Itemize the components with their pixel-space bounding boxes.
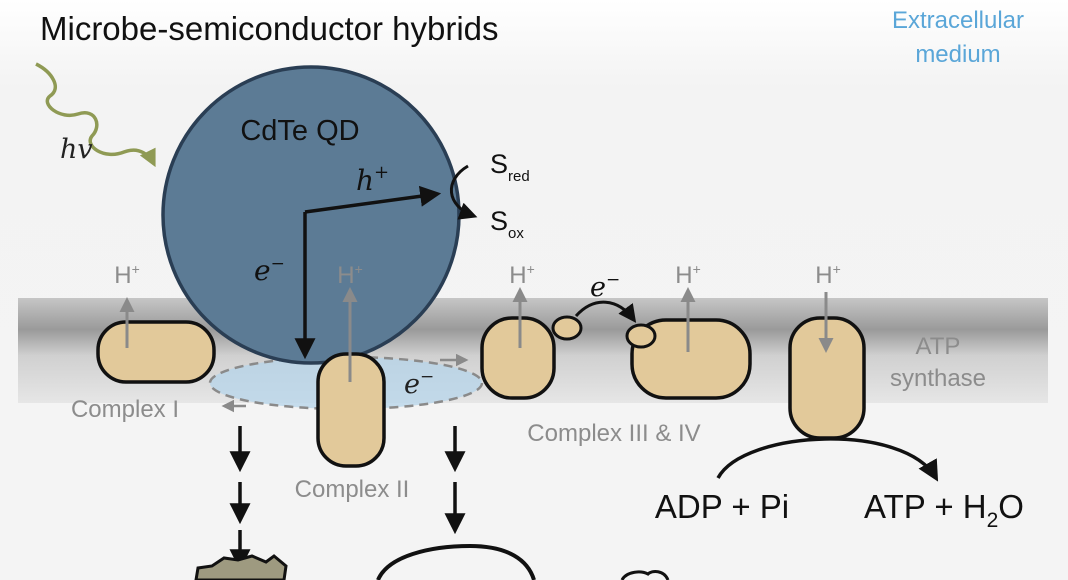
pool-electron-label: e− [404, 367, 434, 400]
hole-label: h+ [356, 162, 389, 197]
bottom-cell-outline [376, 543, 536, 580]
complex-1-protein [96, 320, 216, 384]
reaction-reactants: ADP + Pi [655, 488, 789, 525]
qd-label: CdTe QD [240, 115, 359, 147]
atp-synthase-label-line2: synthase [890, 365, 986, 392]
complex-3-protein [480, 316, 556, 400]
qd-electron-label: e− [254, 254, 285, 287]
complex-1-proton-label: H+ [114, 261, 140, 289]
atp-reaction-arrow [716, 437, 939, 482]
complex-1-label: Complex I [71, 396, 179, 423]
cytochrome-electron-arrow [574, 300, 637, 323]
cdte-quantum-dot [161, 65, 461, 365]
cytochrome-c-left [551, 315, 583, 341]
complex-2-proton-label: H+ [337, 261, 363, 289]
atp-synthase-label-line1: ATP [916, 333, 961, 360]
complex-4-protein [630, 318, 752, 400]
complex-34-label: Complex III & IV [527, 420, 700, 447]
hole-transfer-arrow [304, 185, 442, 214]
diagram-title: Microbe-semiconductor hybrids [40, 10, 499, 47]
s-ox-label: Sox [490, 206, 524, 242]
bottom-blob-shape [194, 554, 288, 580]
photon-wave-arrow [35, 62, 156, 168]
reaction-products: ATP + H2O [864, 488, 1024, 532]
extracellular-label-line2: medium [915, 41, 1000, 68]
extracellular-label-line1: Extracellular [892, 7, 1024, 34]
s-red-label: Sred [490, 149, 530, 185]
cytochrome-c-right [625, 323, 657, 349]
atp-synthase-proton-label: H+ [815, 261, 841, 289]
cytochrome-electron-label: e− [590, 270, 620, 303]
complex-4-proton-label: H+ [675, 261, 701, 289]
photon-label: hv [60, 134, 93, 165]
complex-3-proton-label: H+ [509, 261, 535, 289]
bottom-partial-glyph [620, 570, 670, 580]
complex-2-label: Complex II [295, 476, 410, 503]
scavenger-oxidation-arrow [450, 164, 478, 220]
